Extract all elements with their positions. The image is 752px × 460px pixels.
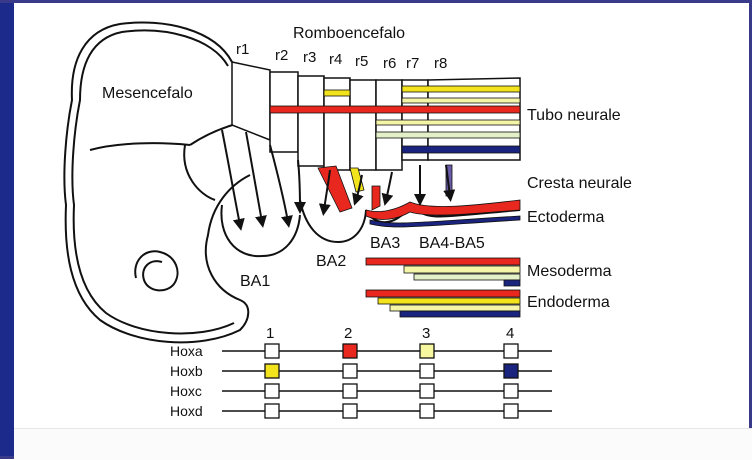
hox-column-numbers: 1 2 3 4 xyxy=(266,325,514,342)
hindbrain-segments xyxy=(232,62,520,170)
rhombomere-r3: r3 xyxy=(303,49,316,66)
hox-gene-hoxd: Hoxd xyxy=(170,403,203,419)
endoderma-label: Endoderma xyxy=(527,294,610,311)
mesoderm-bars xyxy=(366,258,520,286)
arch-label-ba3: BA3 xyxy=(370,235,400,252)
rhombomere-r2: r2 xyxy=(275,47,288,64)
hox-box-hoxb-3 xyxy=(420,364,434,378)
hox-box-hoxa-1 xyxy=(265,344,279,358)
arch-label-ba2: BA2 xyxy=(316,253,346,270)
hox-box-hoxa-2 xyxy=(343,344,357,358)
hox-box-hoxd-3 xyxy=(420,404,434,418)
hox-column-4: 4 xyxy=(506,325,514,342)
hox-gene-hoxa: Hoxa xyxy=(170,343,203,359)
tubo-neurale-label: Tubo neurale xyxy=(527,107,621,124)
hox-box-hoxa-3 xyxy=(420,344,434,358)
cresta-neurale-label: Cresta neurale xyxy=(527,175,632,192)
hox-column-3: 3 xyxy=(422,325,430,342)
hox-box-hoxc-2 xyxy=(343,384,357,398)
hox-box-hoxa-4 xyxy=(504,344,518,358)
rhombomere-r6: r6 xyxy=(383,55,396,72)
mesencefalo-label: Mesencefalo xyxy=(102,85,193,102)
hox-box-hoxb-2 xyxy=(343,364,357,378)
arch-label-ba1: BA1 xyxy=(240,273,270,290)
rhombomere-r7: r7 xyxy=(406,55,419,72)
endoderm-bars xyxy=(366,290,520,317)
hox-column-2: 2 xyxy=(344,325,352,342)
mesoderma-label: Mesoderma xyxy=(527,263,612,280)
hox-box-hoxc-4 xyxy=(504,384,518,398)
hox-gene-labels: Hoxa Hoxb Hoxc Hoxd xyxy=(170,343,203,419)
hox-box-hoxd-2 xyxy=(343,404,357,418)
hox-box-hoxb-1 xyxy=(265,364,279,378)
rhombomere-r4: r4 xyxy=(329,51,342,68)
hox-box-hoxc-1 xyxy=(265,384,279,398)
rhombomere-labels: r1 r2 r3 r4 r5 r6 r7 r8 xyxy=(236,41,447,72)
hox-gene-hoxc: Hoxc xyxy=(170,383,202,399)
hox-column-1: 1 xyxy=(266,325,274,342)
arch-label-ba4-ba5: BA4-BA5 xyxy=(419,235,485,252)
hox-box-hoxd-1 xyxy=(265,404,279,418)
hox-box-hoxb-4 xyxy=(504,364,518,378)
romboencefalo-label: Romboencefalo xyxy=(293,25,405,42)
hox-box-hoxc-3 xyxy=(420,384,434,398)
hox-gene-hoxb: Hoxb xyxy=(170,363,203,379)
hox-expression-boxes xyxy=(265,344,518,418)
rhombomere-r1: r1 xyxy=(236,41,249,58)
ectoderma-label: Ectoderma xyxy=(527,209,604,226)
rhombomere-r5: r5 xyxy=(355,53,368,70)
hox-box-hoxd-4 xyxy=(504,404,518,418)
rhombomere-r8: r8 xyxy=(434,55,447,72)
hox-lines xyxy=(222,351,552,411)
